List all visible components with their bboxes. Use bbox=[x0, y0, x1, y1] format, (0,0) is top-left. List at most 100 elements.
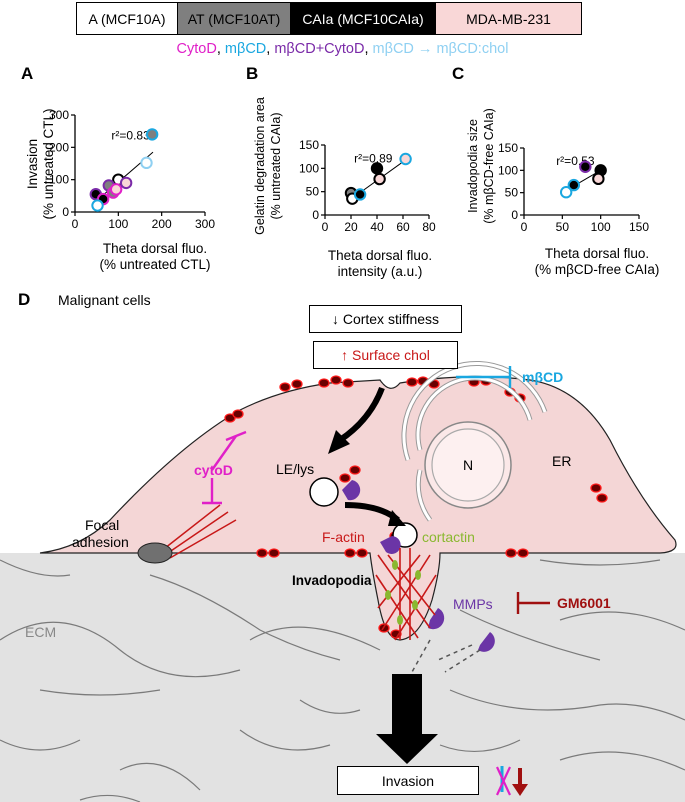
mbcd-inhibitor bbox=[456, 366, 512, 388]
y-tick-label: 50 bbox=[306, 185, 320, 199]
treatment-legend: CytoD, mβCD, mβCD+CytoD, mβCD → mβCD:cho… bbox=[0, 41, 685, 57]
x-tick-label: 20 bbox=[344, 220, 358, 234]
invasion-label: Invasion bbox=[381, 772, 435, 789]
panel-letter-c: C bbox=[452, 64, 465, 83]
transport-arrow-2-head bbox=[388, 510, 406, 526]
gm6001-label: GM6001 bbox=[557, 595, 611, 611]
cortex-stiffness-box: ↓ Cortex stiffness bbox=[309, 305, 462, 333]
cytod-label: cytoD bbox=[194, 462, 233, 478]
xlabel-a: Theta dorsal fluo. (% untreated CTL) bbox=[80, 241, 230, 273]
ylabel-a-line1: Invasion bbox=[25, 138, 40, 190]
legend-box-caia: CAIa (MCF10CAIa) bbox=[290, 2, 436, 35]
data-point bbox=[91, 199, 104, 212]
cortex-stiffness-label: ↓ Cortex stiffness bbox=[331, 311, 440, 327]
panel-d-diagram: N ER LE/lys F-actin cortactin Invadopodi… bbox=[0, 360, 685, 802]
focal-label-1: Focal bbox=[85, 517, 119, 533]
transport-arrow-1 bbox=[338, 386, 385, 443]
legend-sep-2: , bbox=[266, 41, 275, 57]
xlabel-c-line2: (% mβCD-free CAIa) bbox=[534, 262, 660, 277]
legend-label-at: AT (MCF10AT) bbox=[187, 10, 281, 27]
data-point bbox=[567, 178, 581, 192]
data-point bbox=[109, 183, 123, 196]
scatter-chart-b: 0 20 40 60 80 0 50 100 150 r²=0.89 bbox=[299, 138, 436, 234]
ecm-label: ECM bbox=[25, 624, 56, 640]
legend-label-mda: MDA-MB-231 bbox=[466, 10, 551, 27]
data-point bbox=[559, 186, 573, 199]
ylabel-b-line2: (% untreated CAIa) bbox=[269, 112, 283, 220]
nucleus-label: N bbox=[463, 457, 473, 473]
x-tick-label: 200 bbox=[152, 217, 172, 230]
y-tick-label: 200 bbox=[49, 140, 69, 154]
legend-label-caia: CAIa (MCF10CAIa) bbox=[302, 10, 424, 27]
transport-arrow-1-head bbox=[328, 430, 350, 454]
ecm-fibers bbox=[0, 559, 685, 802]
y-tick-label: 300 bbox=[49, 108, 69, 122]
surface-chol-box: ↑ Surface chol bbox=[313, 341, 458, 369]
x-tick-label: 300 bbox=[195, 217, 215, 230]
invasion-arrow-head bbox=[376, 734, 438, 764]
data-point bbox=[579, 160, 592, 173]
y-tick-label: 150 bbox=[299, 138, 319, 152]
legend-mbcd-cytod: mβCD+CytoD bbox=[274, 41, 365, 57]
data-point bbox=[370, 162, 384, 175]
focal-adhesion-plaque bbox=[137, 542, 173, 564]
y-tick-label: 100 bbox=[299, 161, 319, 175]
legend-label-a: A (MCF10A) bbox=[88, 10, 166, 27]
surface-chol-label: ↑ Surface chol bbox=[341, 347, 430, 363]
data-point bbox=[140, 156, 153, 170]
panel-letter-b: B bbox=[246, 64, 259, 83]
x-tick-label: 100 bbox=[591, 220, 611, 233]
xlabel-a-line1: Theta dorsal fluo. bbox=[102, 241, 208, 256]
y-tick-label: 0 bbox=[312, 208, 319, 222]
x-tick-label: 0 bbox=[322, 220, 329, 234]
x-tick-label: 80 bbox=[422, 220, 436, 234]
y-tick-label: 50 bbox=[505, 186, 519, 200]
panel-letter-a: A bbox=[21, 64, 34, 83]
x-tick-label: 0 bbox=[521, 220, 528, 233]
xlabel-c-line1: Theta dorsal fluo. bbox=[544, 246, 650, 261]
gm6001-inhibitor bbox=[516, 592, 550, 614]
legend-sep-3: , bbox=[364, 41, 373, 57]
data-point bbox=[119, 176, 133, 190]
x-tick-label: 150 bbox=[629, 220, 649, 233]
legend-box-mda: MDA-MB-231 bbox=[435, 2, 582, 35]
data-point bbox=[353, 188, 367, 201]
invasion-box: Invasion bbox=[337, 766, 479, 795]
x-tick-label: 0 bbox=[72, 217, 79, 230]
le-lys-label: LE/lys bbox=[276, 461, 314, 477]
legend-cytod: CytoD bbox=[176, 41, 217, 57]
ylabel-c-line1: Invadopodia size bbox=[466, 119, 480, 213]
cytod-inhibitor bbox=[202, 430, 247, 505]
legend-mbcd-chol: mβCD → mβCD:chol bbox=[372, 41, 509, 57]
x-tick-label: 50 bbox=[556, 220, 570, 233]
focal-adhesion-fibers bbox=[159, 504, 237, 559]
degradation-dashes bbox=[411, 639, 481, 673]
x-tick-label: 60 bbox=[396, 220, 410, 234]
r2-label: r²=0.89 bbox=[354, 152, 393, 166]
data-point bbox=[145, 128, 159, 141]
data-point bbox=[399, 152, 412, 166]
mbcd-label: mβCD bbox=[522, 369, 563, 385]
y-tick-label: 0 bbox=[62, 205, 69, 219]
invasion-arrow-shaft bbox=[392, 674, 422, 734]
data-point bbox=[592, 172, 605, 186]
f-actin-label: F-actin bbox=[322, 529, 365, 545]
focal-label-2: adhesion bbox=[72, 534, 129, 550]
xlabel-b-line2: intensity (a.u.) bbox=[337, 264, 423, 279]
data-point bbox=[373, 172, 386, 186]
xlabel-b: Theta dorsal fluo. intensity (a.u.) bbox=[305, 248, 455, 280]
invasion-inhibition-symbols bbox=[496, 766, 528, 796]
invadopodia-label: Invadopodia bbox=[292, 573, 372, 588]
nucleus-inner bbox=[431, 428, 505, 502]
f-actin-lattice bbox=[375, 548, 437, 641]
mmp-shapes bbox=[342, 480, 495, 652]
legend-mbcd: mβCD bbox=[224, 41, 267, 57]
y-tick-label: 0 bbox=[511, 208, 518, 222]
panel-letter-d: D bbox=[18, 290, 31, 309]
ylabel-b-line1: Gelatin degradation area bbox=[253, 97, 267, 235]
x-tick-label: 40 bbox=[370, 220, 384, 234]
xlabel-a-line2: (% untreated CTL) bbox=[99, 257, 211, 272]
legend-box-a: A (MCF10A) bbox=[76, 2, 178, 35]
legend-sep-1: , bbox=[216, 41, 225, 57]
